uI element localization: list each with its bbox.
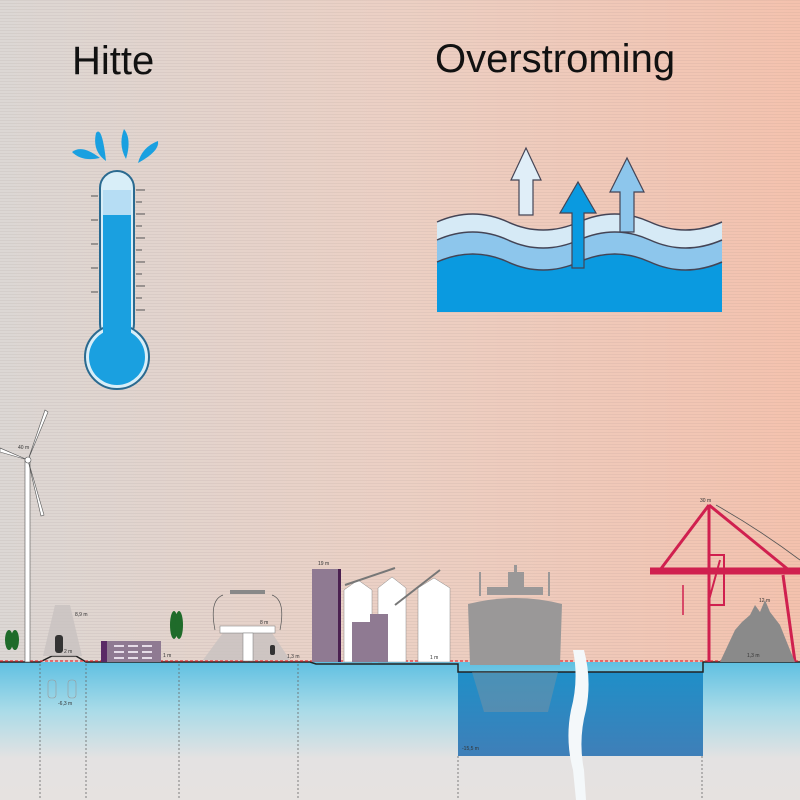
sweat-drops-icon <box>72 129 159 163</box>
rail-tunnel <box>47 679 77 699</box>
label-road-level: 1 m <box>163 653 171 659</box>
section-break <box>568 650 589 800</box>
label-silo-tower: 19 m <box>318 561 329 567</box>
flood-title: Overstroming <box>435 37 675 81</box>
train <box>55 635 63 653</box>
label-rail-embankment: 2 m <box>64 649 72 655</box>
rising-arrows-icon <box>510 146 645 269</box>
rail-embankment <box>43 605 82 656</box>
label-stockpile: 12 m <box>759 598 770 604</box>
label-turbine-hub: 40 m <box>18 445 29 451</box>
highway-viaduct <box>203 590 290 662</box>
wind-turbine <box>0 409 49 663</box>
heat-title: Hitte <box>72 39 154 83</box>
section-dividers <box>39 664 703 800</box>
ground-profile <box>0 655 800 673</box>
thermometer-icon <box>72 129 159 390</box>
label-viaduct: 8 m <box>260 620 268 626</box>
office-building <box>101 641 161 662</box>
grain-silos <box>312 567 451 663</box>
bulk-stockpile <box>720 600 795 662</box>
label-tunnel-depth: -6,3 m <box>58 701 72 707</box>
label-crane-top: 30 m <box>700 498 711 504</box>
label-viaduct-base: 1,3 m <box>287 654 300 660</box>
label-dock-depth: -15,5 m <box>462 746 479 752</box>
label-quay-left: 1 m <box>430 655 438 661</box>
cargo-ship <box>468 565 562 712</box>
container-crane <box>650 503 800 663</box>
label-quay-right: 1,3 m <box>747 653 760 659</box>
label-rail-overhead: 8,9 m <box>75 612 88 618</box>
trees <box>5 611 183 650</box>
